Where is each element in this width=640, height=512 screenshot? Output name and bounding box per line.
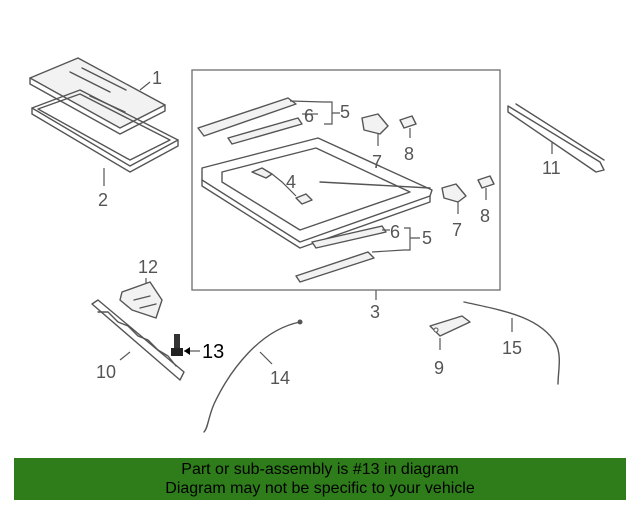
part-11-side-rail[interactable]	[507, 103, 605, 173]
part-13-bolt[interactable]	[171, 334, 183, 356]
info-banner: Part or sub-assembly is #13 in diagram D…	[14, 458, 626, 500]
callout-6b: 6	[390, 222, 400, 242]
leader-5a	[289, 100, 325, 103]
callout-10: 10	[96, 362, 116, 382]
part-6-guide-rail-lower[interactable]	[295, 225, 387, 283]
banner-line-1: Part or sub-assembly is #13 in diagram	[181, 461, 459, 478]
leader-14	[259, 351, 273, 365]
part-12-drain-bracket[interactable]	[119, 281, 163, 319]
bracket-5a	[324, 101, 340, 125]
callout-5b: 5	[422, 228, 432, 248]
leader-1	[139, 81, 151, 91]
callout-7a: 7	[372, 152, 382, 172]
part-8-clip-lower[interactable]	[477, 175, 495, 189]
part-4-pin[interactable]	[251, 167, 313, 205]
assembly-3-frame[interactable]	[191, 69, 501, 291]
callout-1: 1	[152, 68, 162, 88]
callout-12: 12	[138, 257, 158, 277]
callout-6a: 6	[304, 106, 314, 126]
callout-14: 14	[270, 368, 290, 388]
part-7-bracket-lower[interactable]	[441, 183, 467, 203]
part-7-bracket-upper[interactable]	[361, 113, 389, 135]
callout-11: 11	[542, 158, 561, 178]
callout-2: 2	[98, 190, 108, 210]
callout-8b: 8	[480, 206, 490, 226]
leader-4	[271, 173, 297, 197]
arrow-13	[184, 347, 190, 355]
bracket-5b	[404, 227, 420, 251]
callout-13: 13	[202, 341, 224, 363]
part-5-guide-rail-upper[interactable]	[197, 97, 303, 145]
callout-9: 9	[434, 358, 444, 378]
banner-line-2: Diagram may not be specific to your vehi…	[165, 480, 475, 497]
part-10-deflector[interactable]	[91, 299, 185, 381]
callout-5a: 5	[340, 102, 350, 122]
callout-7b: 7	[452, 220, 462, 240]
callout-15: 15	[502, 338, 522, 358]
leader-5b	[371, 249, 405, 253]
callout-3: 3	[370, 302, 380, 322]
callout-8a: 8	[404, 144, 414, 164]
part-14-drain-hose[interactable]	[203, 319, 303, 433]
sunroof-housing[interactable]	[201, 137, 433, 249]
callout-4: 4	[286, 172, 296, 192]
part-2-seal[interactable]	[31, 89, 179, 173]
leader-10	[119, 351, 131, 361]
part-8-clip-upper[interactable]	[399, 115, 417, 129]
part-15-drain-hose[interactable]	[463, 301, 560, 385]
part-9-hose-bracket[interactable]	[429, 315, 471, 337]
